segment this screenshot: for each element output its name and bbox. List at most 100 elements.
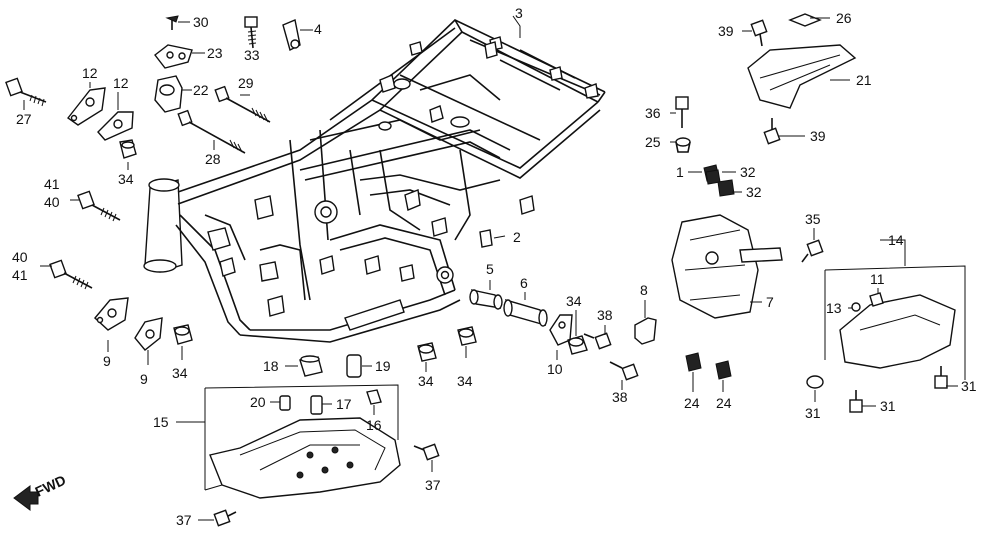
part-7-bracket bbox=[671, 214, 783, 319]
part-2-collar bbox=[479, 229, 493, 248]
callout-34-center-right: 34 bbox=[566, 293, 582, 309]
callout-37-right: 37 bbox=[425, 477, 441, 493]
callout-36: 36 bbox=[645, 105, 661, 121]
callout-39-upper: 39 bbox=[718, 23, 734, 39]
part-13-grommet bbox=[851, 302, 861, 312]
callout-24-left: 24 bbox=[684, 395, 700, 411]
callout-25: 25 bbox=[645, 134, 661, 150]
callout-34-left-lower: 34 bbox=[172, 365, 188, 381]
callout-31-left: 31 bbox=[805, 405, 821, 421]
callout-2: 2 bbox=[513, 229, 521, 245]
callout-40-lower: 40 bbox=[12, 249, 28, 265]
part-29-bolt bbox=[214, 85, 271, 123]
callout-23: 23 bbox=[207, 45, 223, 61]
callout-18: 18 bbox=[263, 358, 279, 374]
part-38-bolt-b bbox=[609, 361, 639, 381]
callout-12-right: 12 bbox=[113, 75, 129, 91]
callout-9-right: 9 bbox=[140, 371, 148, 387]
callout-39-lower: 39 bbox=[810, 128, 826, 144]
callout-12-left: 12 bbox=[82, 65, 98, 81]
callout-19: 19 bbox=[375, 358, 391, 374]
part-32-cushion-b bbox=[717, 179, 735, 197]
part-8-bracket bbox=[634, 317, 657, 345]
callout-40-upper: 40 bbox=[44, 194, 60, 210]
part-26-label bbox=[788, 13, 822, 27]
part-38-bolt-a bbox=[583, 332, 612, 350]
callout-38-upper: 38 bbox=[597, 307, 613, 323]
callout-34-top-left: 34 bbox=[118, 171, 134, 187]
part-33-bolt bbox=[244, 16, 258, 49]
part-24-cushion-b bbox=[715, 360, 732, 380]
callout-8: 8 bbox=[640, 282, 648, 298]
part-12-plate-left bbox=[66, 87, 106, 126]
part-10-plate bbox=[549, 314, 573, 346]
part-34-nut-a bbox=[119, 139, 137, 159]
callout-29: 29 bbox=[238, 75, 254, 91]
part-31-bolt-a bbox=[849, 390, 863, 413]
part-12-plate-right bbox=[97, 111, 134, 141]
callout-22: 22 bbox=[193, 82, 209, 98]
part-34-nut-c bbox=[567, 335, 588, 355]
part-11-grommet bbox=[869, 292, 884, 307]
part-18-cushion bbox=[299, 355, 323, 377]
callout-34-center: 34 bbox=[457, 373, 473, 389]
part-15-group-outline bbox=[204, 384, 399, 491]
part-21-bracket bbox=[747, 44, 857, 109]
callout-32-lower: 32 bbox=[746, 184, 762, 200]
part-39-bolt-upper bbox=[750, 19, 768, 47]
part-19-collar bbox=[346, 354, 362, 378]
part-39-bolt-lower bbox=[763, 118, 781, 145]
callout-17: 17 bbox=[336, 396, 352, 412]
callout-32-upper: 32 bbox=[740, 164, 756, 180]
callout-16: 16 bbox=[366, 417, 382, 433]
part-34-nut-b bbox=[173, 324, 193, 345]
callout-33: 33 bbox=[244, 47, 260, 63]
part-6-collar bbox=[503, 298, 548, 327]
callout-41-lower: 41 bbox=[12, 267, 28, 283]
callout-21: 21 bbox=[856, 72, 872, 88]
part-16-nut bbox=[366, 389, 382, 405]
callout-13: 13 bbox=[826, 300, 842, 316]
callout-31-right: 31 bbox=[961, 378, 977, 394]
fwd-label: FWD bbox=[33, 472, 69, 500]
callout-37-left: 37 bbox=[176, 512, 192, 528]
part-37-bolt-a bbox=[413, 443, 440, 461]
callout-28: 28 bbox=[205, 151, 221, 167]
part-9-plate-right bbox=[134, 317, 163, 351]
part-25-washer bbox=[675, 137, 691, 153]
part-24-cushion-a bbox=[685, 352, 702, 372]
part-9-plate-left bbox=[94, 297, 129, 331]
callout-15: 15 bbox=[153, 414, 169, 430]
part-40-bolt-upper bbox=[77, 190, 121, 222]
part-23-bracket bbox=[154, 44, 193, 69]
part-35-bolt bbox=[801, 239, 824, 263]
callout-1: 1 bbox=[676, 164, 684, 180]
callout-31-center: 31 bbox=[880, 398, 896, 414]
callout-14: 14 bbox=[888, 232, 904, 248]
callout-24-right: 24 bbox=[716, 395, 732, 411]
part-20-collar bbox=[279, 395, 291, 411]
callout-4: 4 bbox=[314, 21, 322, 37]
callout-11: 11 bbox=[870, 271, 885, 287]
part-17-collar bbox=[310, 395, 323, 415]
part-40-bolt-lower bbox=[49, 259, 93, 290]
part-37-bolt-b bbox=[213, 509, 237, 527]
callout-34-center-left: 34 bbox=[418, 373, 434, 389]
callout-3: 3 bbox=[515, 5, 523, 21]
callout-9-left: 9 bbox=[103, 353, 111, 369]
callout-numbers: 3 30 4 23 33 22 29 12 12 27 28 34 41 40 … bbox=[12, 5, 977, 528]
part-27-bolt bbox=[5, 77, 47, 107]
callout-10: 10 bbox=[547, 361, 563, 377]
callout-41-upper: 41 bbox=[44, 176, 60, 192]
part-4-clip bbox=[282, 19, 301, 52]
part-36-bolt bbox=[675, 96, 689, 128]
part-34-nut-d bbox=[417, 342, 437, 362]
callout-5: 5 bbox=[486, 261, 494, 277]
callout-35: 35 bbox=[805, 211, 821, 227]
callout-20: 20 bbox=[250, 394, 266, 410]
part-5-collar bbox=[469, 289, 503, 310]
part-31-bolt-b bbox=[934, 366, 948, 389]
part-15-skid-plate bbox=[209, 417, 401, 499]
part-30-clip bbox=[165, 15, 179, 30]
